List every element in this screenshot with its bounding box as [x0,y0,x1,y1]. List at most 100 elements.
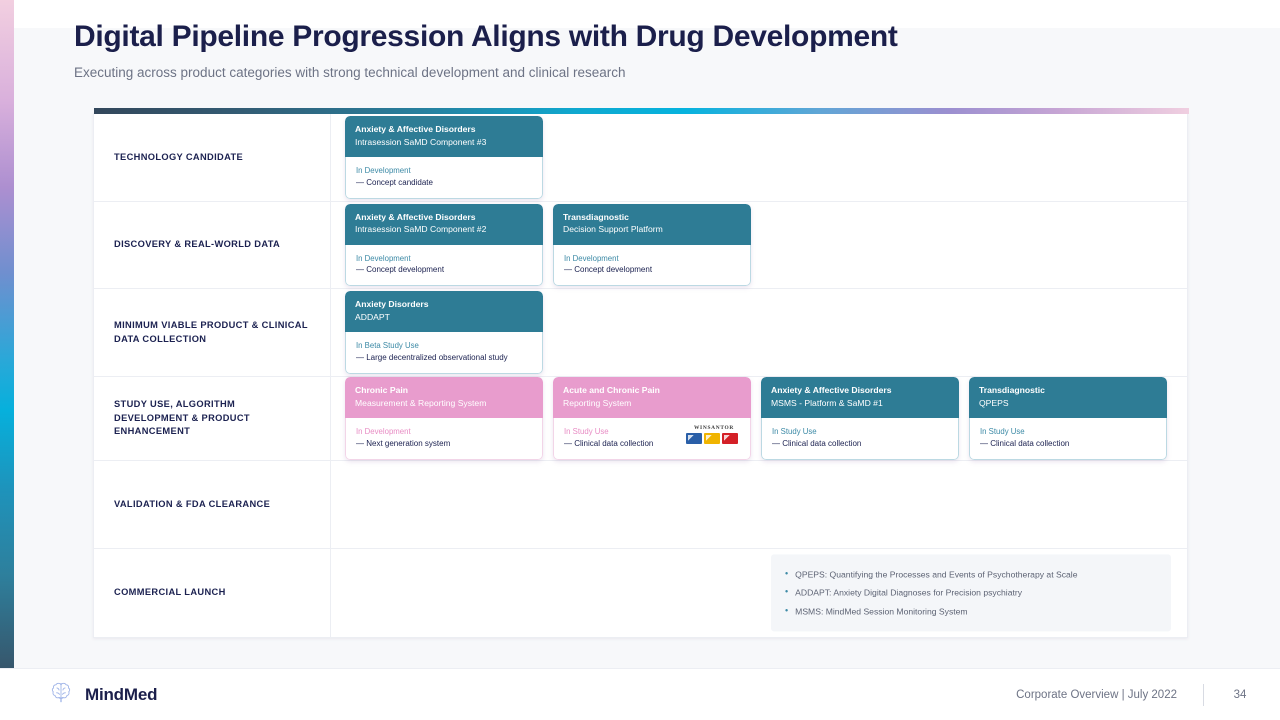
pipeline-card-detail: — Clinical data collection [564,438,654,448]
pipeline-card-name: Decision Support Platform [563,224,663,235]
legend-item: • ADDAPT: Anxiety Digital Diagnoses for P… [785,584,1157,602]
pipeline-card-body: In Study Use— Clinical data collection [969,418,1167,460]
pipeline-card-category: Transdiagnostic [979,385,1045,396]
pipeline-stage-label: MINIMUM VIABLE PRODUCT & CLINICAL DATA C… [94,289,331,376]
partner-logo: WINSANTOR [686,425,742,445]
left-edge-gradient [0,0,14,720]
pipeline-track: • QPEPS: Quantifying the Processes and Ev… [331,549,1187,637]
pipeline-card-category: Acute and Chronic Pain [563,385,660,396]
pipeline-card-category: Chronic Pain [355,385,409,396]
pipeline-stage-label: DISCOVERY & REAL-WORLD DATA [94,202,331,288]
page-number: 34 [1233,688,1247,701]
brain-logo-icon [48,679,74,710]
pipeline-card-name: Intrasession SaMD Component #2 [355,224,487,235]
bullet-icon: • [785,605,789,616]
pipeline-row: DISCOVERY & REAL-WORLD DATA Anxiety & Aff… [94,202,1187,289]
footer-meta: Corporate Overview | July 2022 34 [1016,683,1250,706]
legend-box: • QPEPS: Quantifying the Processes and Ev… [771,554,1171,632]
partner-square-blue [686,433,702,445]
partner-square-yellow [704,433,720,445]
pipeline-card-body: In Development— Concept development [553,244,751,287]
pipeline-card-detail: — Clinical data collection [772,438,862,448]
page-subtitle: Executing across product categories with… [74,64,626,80]
pipeline-card-status: In Study Use [564,427,609,437]
pipeline-card-category: Transdiagnostic [563,211,629,222]
pipeline-table: TECHNOLOGY CANDIDATE Anxiety & Affective … [93,108,1189,638]
pipeline-card-body: In Beta Study Use— Large decentralized o… [345,332,543,374]
pipeline-card-detail: — Next generation system [356,438,451,448]
bullet-icon: • [785,586,789,597]
pipeline-row: STUDY USE, ALGORITHM DEVELOPMENT & PRODU… [94,377,1187,461]
pipeline-card-detail: — Concept development [356,265,445,275]
legend-item: • MSMS: MindMed Session Monitoring System [785,602,1157,620]
pipeline-card-status: In Development [564,253,619,263]
pipeline-card-detail: — Clinical data collection [980,438,1070,448]
pipeline-card-status: In Development [356,166,411,176]
legend-item-text: ADDAPT: Anxiety Digital Diagnoses for Pr… [795,587,1023,598]
pipeline-stage-label: TECHNOLOGY CANDIDATE [94,114,331,201]
legend-item-text: QPEPS: Quantifying the Processes and Eve… [795,569,1078,580]
pipeline-card-category: Anxiety Disorders [355,299,429,310]
pipeline-card-name: ADDAPT [355,311,390,322]
pipeline-card-category: Anxiety & Affective Disorders [355,211,476,222]
pipeline-card-status: In Study Use [772,427,817,437]
pipeline-card-name: QPEPS [979,397,1009,408]
pipeline-row: MINIMUM VIABLE PRODUCT & CLINICAL DATA C… [94,289,1187,377]
pipeline-card-name: Measurement & Reporting System [355,397,487,408]
footer-note: Corporate Overview | July 2022 [1016,688,1177,701]
pipeline-stage-label: STUDY USE, ALGORITHM DEVELOPMENT & PRODU… [94,377,331,460]
pipeline-track [331,461,1187,548]
pipeline-card-name: Intrasession SaMD Component #3 [355,136,487,147]
pipeline-card-name: MSMS - Platform & SaMD #1 [771,397,883,408]
brand-lockup: MindMed [48,679,157,710]
legend-item-text: MSMS: MindMed Session Monitoring System [795,606,968,617]
pipeline-row: TECHNOLOGY CANDIDATE Anxiety & Affective … [94,114,1187,202]
brand-name: MindMed [85,684,158,704]
page-title: Digital Pipeline Progression Aligns with… [74,20,898,53]
bullet-icon: • [785,568,789,579]
partner-logo-name: WINSANTOR [693,425,735,432]
pipeline-card-name: Reporting System [563,397,632,408]
partner-square-red [722,433,738,445]
pipeline-card-status: In Development [356,427,411,437]
pipeline-card-body: In Development — Concept development [345,244,543,287]
footer-divider [1203,683,1204,706]
pipeline-card-detail: — Concept candidate [356,177,433,187]
pipeline-card-category: Anxiety & Affective Disorders [771,385,892,396]
pipeline-card-body: In Study Use— Clinical data collection [761,418,959,460]
slide-footer: MindMed Corporate Overview | July 2022 3… [0,668,1280,720]
slide-header: Digital Pipeline Progression Aligns with… [74,20,1174,80]
pipeline-stage-label: VALIDATION & FDA CLEARANCE [94,461,331,548]
partner-logo-squares [686,433,742,445]
top-gradient-bar [94,108,1189,114]
pipeline-rows: TECHNOLOGY CANDIDATE Anxiety & Affective … [94,114,1187,637]
pipeline-card-detail: — Large decentralized observational stud… [356,352,508,362]
pipeline-card-category: Anxiety & Affective Disorders [355,124,476,135]
pipeline-stage-label: COMMERCIAL LAUNCH [94,549,331,637]
pipeline-card-body: In Development— Concept candidate [345,157,543,199]
pipeline-card-body: In Study Use— Clinical data collection WI… [553,418,751,460]
pipeline-card-body: In Development— Next generation system [345,418,543,460]
pipeline-card-status: In Beta Study Use [356,341,419,351]
pipeline-card-status: In Development [356,253,411,263]
